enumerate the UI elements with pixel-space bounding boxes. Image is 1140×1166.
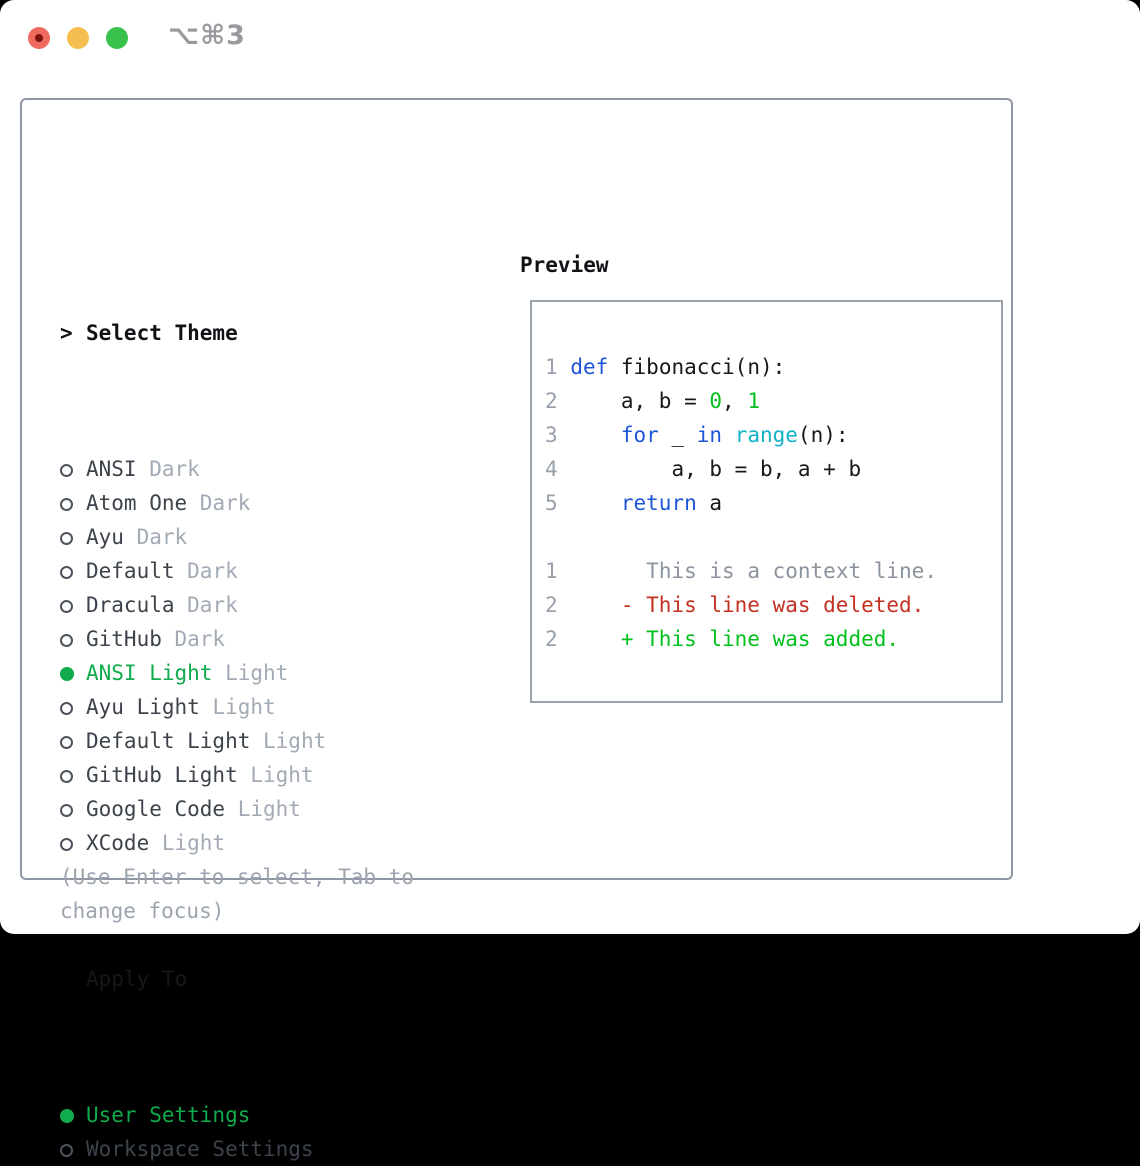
code-line: 1 def fibonacci(n): <box>545 355 786 379</box>
code-line: 5 return a <box>545 491 723 515</box>
option-variant-label: Light <box>199 695 276 719</box>
option-label: Dracula <box>86 593 175 617</box>
option-variant-label: Dark <box>136 457 200 481</box>
code-line: 3 for _ in range(n): <box>545 423 849 447</box>
code-line: 1 This is a context line. <box>545 559 937 583</box>
line-number: 2 <box>545 389 558 413</box>
option-label: Ayu Light <box>86 695 200 719</box>
option-label: Workspace Settings <box>86 1137 314 1161</box>
radio-icon <box>60 724 86 758</box>
apply-option-workspace-settings[interactable]: Workspace Settings <box>60 1132 326 1166</box>
apply-to-header: Apply To <box>60 962 326 996</box>
radio-icon <box>60 486 86 520</box>
line-number: 2 <box>545 627 558 651</box>
option-label: User Settings <box>86 1103 251 1127</box>
option-label: GitHub <box>86 627 162 651</box>
option-variant-label: Dark <box>123 525 188 549</box>
option-label: Atom One <box>86 491 188 515</box>
code-line: 4 a, b = b, a + b <box>545 457 862 481</box>
prompt-icon: > <box>60 321 73 345</box>
line-number: 1 <box>545 559 558 583</box>
option-label: GitHub Light <box>86 763 238 787</box>
option-label: XCode <box>86 831 150 855</box>
apply-to-title: Apply To <box>86 967 188 991</box>
radio-icon <box>60 792 86 826</box>
theme-option-default[interactable]: Default Dark <box>60 554 326 588</box>
minimize-button[interactable] <box>67 27 89 49</box>
radio-icon <box>60 826 86 860</box>
theme-option-google-code[interactable]: Google Code Light <box>60 792 326 826</box>
radio-icon <box>60 452 86 486</box>
theme-option-ansi-light[interactable]: ANSI Light Light <box>60 656 326 690</box>
option-variant-label: Light <box>237 763 314 787</box>
option-variant-label: Light <box>212 661 289 685</box>
radio-icon <box>60 758 86 792</box>
theme-option-ayu[interactable]: Ayu Dark <box>60 520 326 554</box>
option-label: Default <box>86 559 175 583</box>
theme-option-ayu-light[interactable]: Ayu Light Light <box>60 690 326 724</box>
line-number: 2 <box>545 593 558 617</box>
theme-option-github-light[interactable]: GitHub Light Light <box>60 758 326 792</box>
radio-icon <box>60 588 86 622</box>
theme-option-dracula[interactable]: Dracula Dark <box>60 588 326 622</box>
option-variant-label: Dark <box>174 559 238 583</box>
select-theme-title: Select Theme <box>86 321 238 345</box>
line-number: 3 <box>545 423 558 447</box>
line-number: 4 <box>545 457 558 481</box>
option-variant-label: Dark <box>187 491 251 515</box>
option-variant-label: Light <box>250 729 327 753</box>
theme-option-github[interactable]: GitHub Dark <box>60 622 326 656</box>
preview-title: Preview <box>520 253 609 277</box>
option-variant-label: Light <box>225 797 301 821</box>
option-variant-label: Dark <box>174 593 238 617</box>
line-number: 5 <box>545 491 558 515</box>
theme-option-xcode[interactable]: XCode Light <box>60 826 326 860</box>
line-number: 1 <box>545 355 558 379</box>
zoom-button[interactable] <box>106 27 128 49</box>
radio-selected-icon <box>60 1098 86 1132</box>
close-dot-icon <box>35 34 43 42</box>
preview-box: 1 def fibonacci(n): 2 a, b = 0, 1 3 for _ … <box>530 300 1003 703</box>
radio-icon <box>60 622 86 656</box>
radio-icon <box>60 1132 86 1166</box>
radio-icon <box>60 690 86 724</box>
option-label: Google Code <box>86 797 226 821</box>
select-theme-header: > Select Theme <box>60 316 326 350</box>
footer-hint: (Use Enter to select, Tab to change focu… <box>60 865 415 923</box>
option-label: ANSI <box>86 457 137 481</box>
window-shortcut-label: ⌥⌘3 <box>168 20 246 51</box>
code-line: 2 - This line was deleted. <box>545 593 925 617</box>
theme-option-ansi[interactable]: ANSI Dark <box>60 452 326 486</box>
radio-icon <box>60 520 86 554</box>
option-label: Default Light <box>86 729 251 753</box>
option-variant-label: Dark <box>161 627 226 651</box>
option-label: ANSI Light <box>86 661 213 685</box>
preview-code: 1 def fibonacci(n): 2 a, b = 0, 1 3 for _ … <box>545 350 1001 656</box>
option-label: Ayu <box>86 525 124 549</box>
blank-line <box>545 520 1001 554</box>
option-variant-label: Light <box>149 831 226 855</box>
theme-option-atom-one[interactable]: Atom One Dark <box>60 486 326 520</box>
radio-icon <box>60 554 86 588</box>
code-line: 2 + This line was added. <box>545 627 900 651</box>
close-button[interactable] <box>28 27 50 49</box>
apply-option-user-settings[interactable]: User Settings <box>60 1098 326 1132</box>
code-line: 2 a, b = 0, 1 <box>545 389 760 413</box>
theme-option-default-light[interactable]: Default Light Light <box>60 724 326 758</box>
radio-selected-icon <box>60 656 86 690</box>
